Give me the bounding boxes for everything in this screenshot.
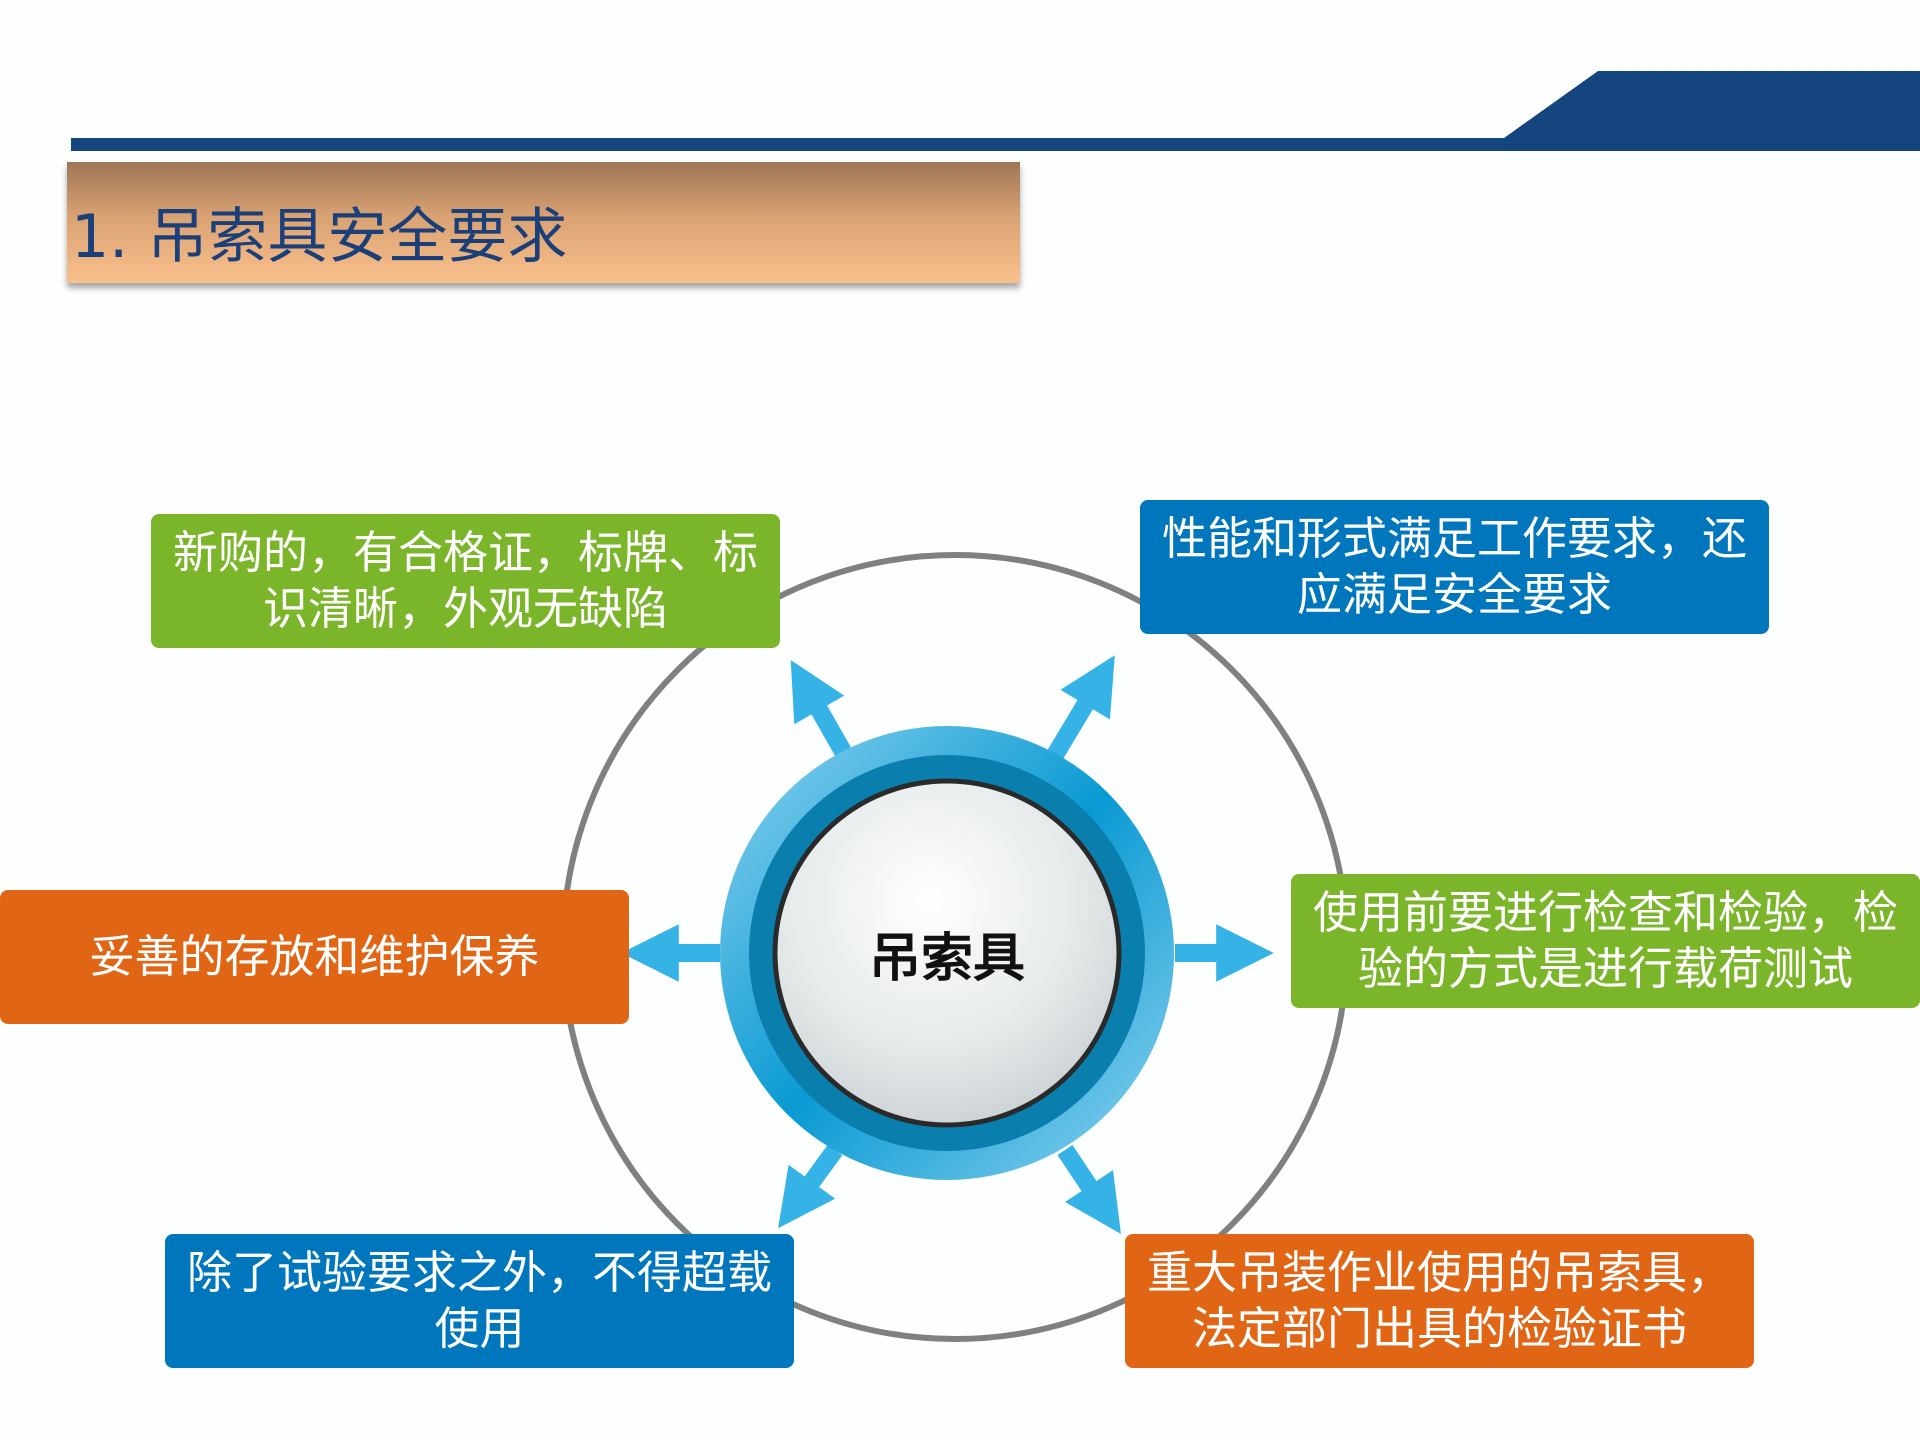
center-disc — [772, 778, 1122, 1128]
item-no-overload: 除了试验要求之外，不得超载使用 — [165, 1234, 794, 1368]
item-certificate: 重大吊装作业使用的吊索具，法定部门出具的检验证书 — [1125, 1234, 1754, 1368]
item-new-certified: 新购的，有合格证，标牌、标识清晰，外观无缺陷 — [151, 514, 780, 648]
item-performance: 性能和形式满足工作要求，还应满足安全要求 — [1140, 500, 1769, 634]
center-label: 吊索具 — [868, 929, 1025, 989]
arrows — [621, 655, 1274, 1234]
arrow-top-right — [1047, 655, 1115, 760]
section-title-banner: 1. 吊索具安全要求 — [67, 162, 1020, 283]
item-inspection: 使用前要进行检查和检验，检验的方式是进行载荷测试 — [1291, 874, 1920, 1008]
arrow-top-left — [790, 659, 853, 760]
arrow-bottom-right — [1057, 1145, 1121, 1234]
section-title: 1. 吊索具安全要求 — [71, 202, 568, 272]
item-storage: 妥善的存放和维护保养 — [0, 890, 629, 1024]
header-band — [71, 71, 1920, 151]
arrow-bottom-left — [778, 1144, 843, 1229]
